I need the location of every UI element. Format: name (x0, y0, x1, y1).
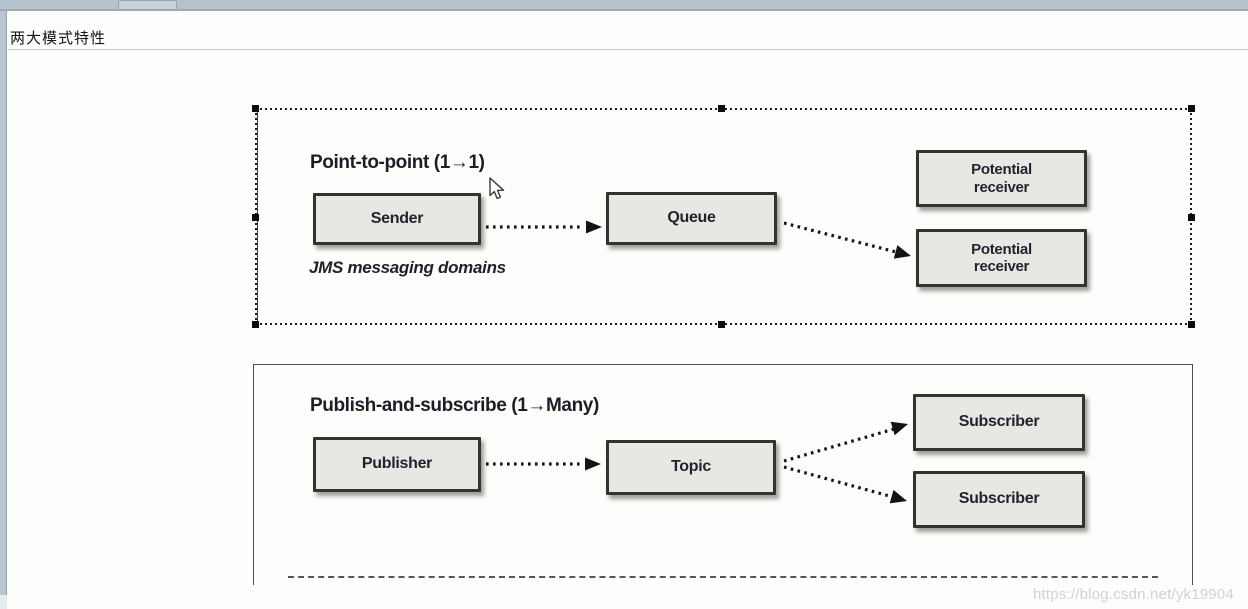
left-edge-strip (0, 11, 7, 595)
selection-handle-top-middle[interactable] (718, 105, 725, 112)
left-edge-strip-end (0, 595, 7, 609)
node-subscriber-bottom: Subscriber (913, 471, 1085, 528)
selection-handle-middle-left[interactable] (252, 214, 259, 221)
figure2-image[interactable] (253, 364, 1193, 585)
window-tab[interactable] (118, 0, 177, 9)
top-bar (0, 0, 1248, 11)
node-queue: Queue (606, 192, 777, 245)
watermark: https://blog.csdn.net/yk19904 (1033, 586, 1234, 603)
node-subscriber-bottom-label: Subscriber (958, 490, 1040, 508)
selection-handle-top-right[interactable] (1188, 105, 1195, 112)
node-topic-label: Topic (671, 458, 711, 476)
selection-handle-top-left[interactable] (252, 105, 259, 112)
node-publisher: Publisher (313, 437, 481, 492)
figure2-title: Publish-and-subscribe (1→Many) (310, 395, 599, 416)
figure2-bottom-rule (288, 576, 1158, 578)
figure1-title: Point-to-point (1→1) (310, 152, 485, 173)
node-subscriber-top-label: Subscriber (958, 413, 1040, 431)
node-potential-receiver-top-label: Potential receiver (971, 161, 1032, 196)
node-sender: Sender (313, 193, 481, 245)
mouse-cursor-icon (489, 177, 505, 200)
page-title: 两大模式特性 (10, 31, 107, 47)
selection-rect-figure1[interactable] (252, 105, 1195, 328)
selection-handle-bottom-left[interactable] (252, 321, 259, 328)
node-potential-receiver-bottom: Potential receiver (916, 229, 1087, 287)
node-potential-receiver-bottom-label: Potential receiver (971, 240, 1032, 275)
node-sender-label: Sender (370, 209, 424, 227)
node-queue-label: Queue (667, 209, 716, 227)
selection-handle-bottom-middle[interactable] (718, 321, 725, 328)
selection-handle-bottom-right[interactable] (1188, 321, 1195, 328)
node-subscriber-top: Subscriber (913, 394, 1085, 451)
node-publisher-label: Publisher (361, 455, 433, 473)
title-divider (8, 49, 1248, 50)
figure1-caption: JMS messaging domains (309, 258, 506, 277)
selection-handle-middle-right[interactable] (1188, 214, 1195, 221)
node-potential-receiver-top: Potential receiver (916, 150, 1087, 207)
node-topic: Topic (606, 440, 776, 495)
